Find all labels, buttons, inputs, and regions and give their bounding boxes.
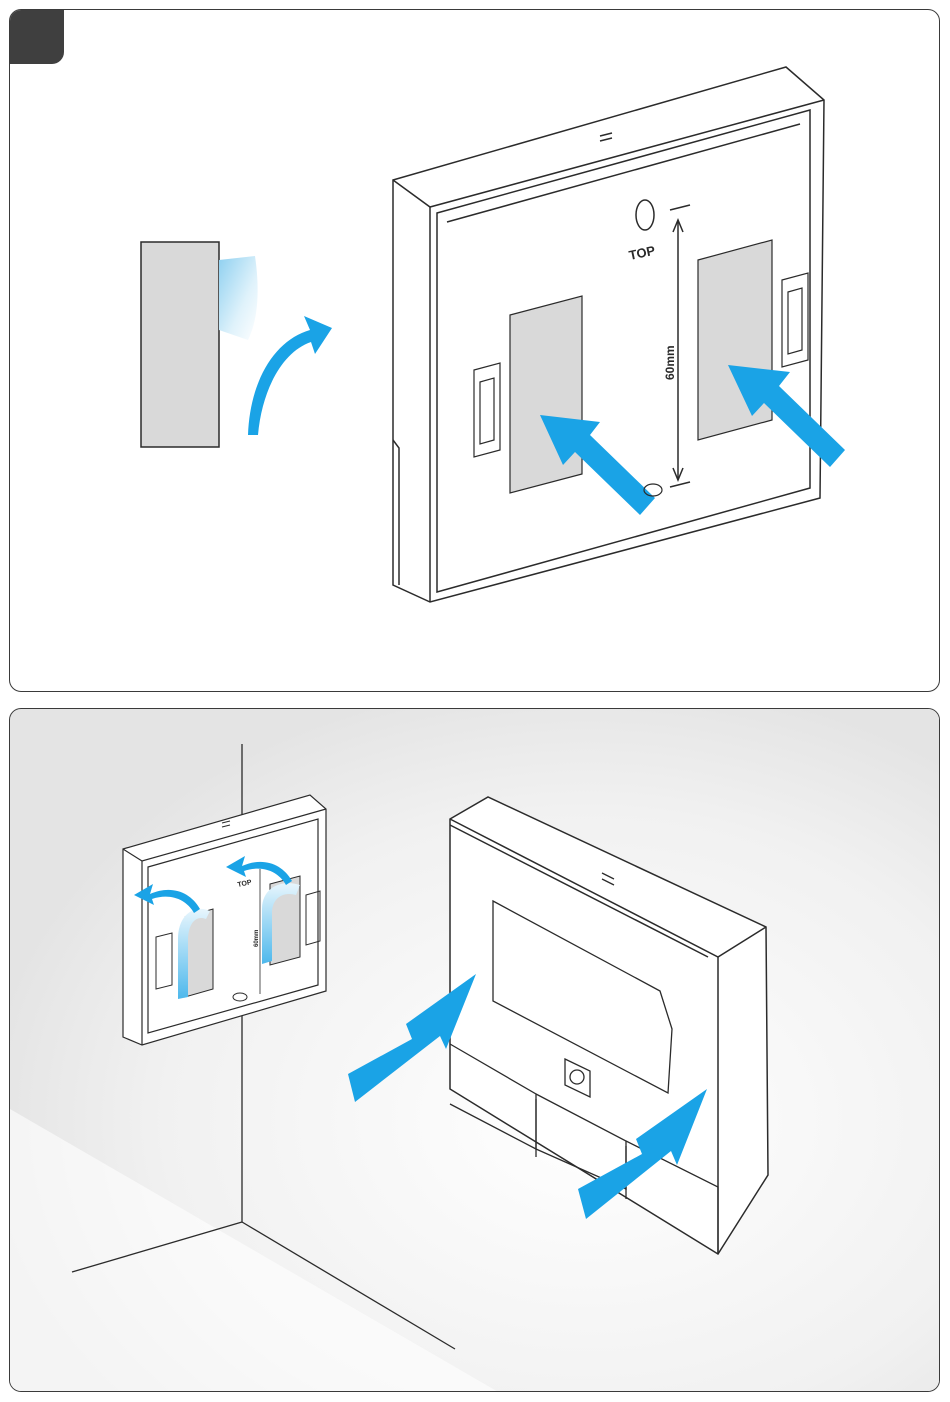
curved-arrow-icon [248,316,332,435]
mini-spacing-label: 60mm [254,930,260,947]
adhesive-pad-right [698,240,772,440]
step-2-illustration: TOP 60mm [10,709,940,1392]
adhesive-pad [141,242,258,447]
spacing-label: 60mm [663,345,677,380]
adhesive-pad-left [510,296,582,493]
step-2-panel: TOP 60mm [9,708,940,1392]
step-1-illustration: TOP 60mm [10,10,940,692]
backing-film [219,256,258,340]
step-1-panel: TOP 60mm [9,9,940,692]
